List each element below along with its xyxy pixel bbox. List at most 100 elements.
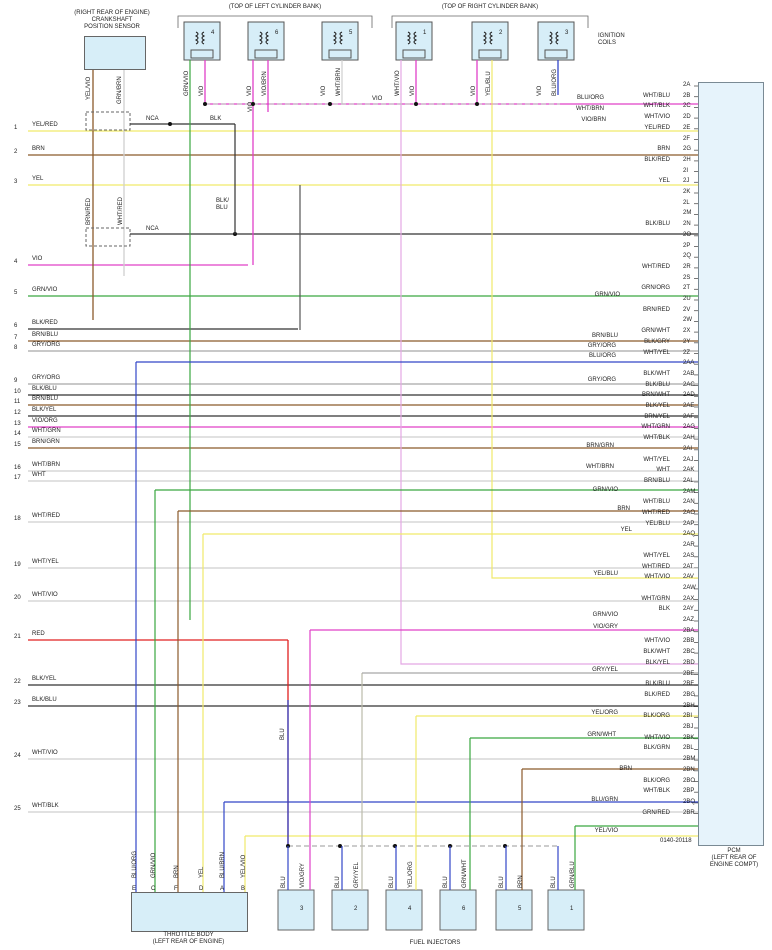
pcm-pin-color: BLK: [658, 606, 670, 613]
coil-number-4: 4: [211, 30, 215, 36]
pcm-pin-color: WHT/GRN: [641, 595, 670, 602]
wire-number: 22: [14, 679, 21, 685]
pcm-pin: 2U: [683, 296, 691, 302]
pcm-pin-color: GRN/WHT: [641, 328, 670, 335]
pcm-pin-color: BLK/WHT: [643, 649, 670, 656]
ckp-header-line1: (RIGHT REAR OF ENGINE): [74, 10, 150, 16]
pcm-pin: 2BC: [683, 649, 695, 656]
pcm-pin: 2A: [683, 82, 691, 88]
pcm-pin: 2M: [683, 210, 692, 217]
pcm-pin: 2AL: [683, 477, 694, 484]
throttle-pin-letter: E: [132, 886, 137, 892]
mid-wire-label: BRN/GRN: [586, 443, 614, 449]
mid-wire-label: GRY/ORG: [587, 377, 616, 383]
coil-wire-label: VIO: [471, 85, 477, 96]
wire-number: 6: [14, 323, 18, 329]
wire-number: 17: [14, 475, 21, 481]
pcm-pin-color: WHT/BLU: [643, 92, 670, 99]
ignition-coil-2: [471, 21, 509, 61]
wire-number: 13: [14, 421, 21, 427]
vio-bus-label: VIO: [372, 96, 383, 102]
pcm-pin-color: BRN/BLU: [643, 477, 670, 484]
pcm-pin: 2BF: [683, 681, 695, 688]
mid-wire-label: GRN/WHT: [587, 732, 616, 738]
coil2-yel-blu: [491, 60, 700, 579]
pcm-pin: 2BJ: [683, 724, 694, 730]
throttle-pin-color: YEL/VIO: [241, 854, 247, 878]
wire-number: 4: [14, 259, 18, 265]
fuel-injector-2: [331, 889, 369, 931]
pcm-pin: 2C: [683, 103, 691, 110]
injector-wire-color: YEL/ORG: [408, 861, 414, 888]
wire-color-label: BLK/BLU: [32, 386, 57, 392]
coil-wire-label: VIO/BRN: [262, 71, 268, 96]
pcm-pin: 2AB: [683, 370, 695, 377]
pcm-pin: 2AH: [683, 435, 695, 442]
pcm-pin: 2AZ: [683, 617, 695, 623]
pcm-pin: 2AM: [683, 488, 696, 495]
splice-dot: [338, 844, 342, 848]
throttle-pin-color: YEL: [199, 866, 205, 878]
pcm-pin-color: WHT/BLK: [643, 788, 670, 795]
wire-number: 9: [14, 378, 18, 384]
pcm-pin: 2AI: [683, 445, 693, 452]
pcm-pin-color: WHT/RED: [642, 510, 670, 516]
pcm-pin: 2AN: [683, 499, 695, 506]
pcm-pin: 2AV: [683, 574, 694, 581]
pcm-pin-color: WHT/BLK: [643, 435, 670, 442]
injector-wire-blu: BLU: [389, 876, 395, 888]
mid-wire-label: WHT/BRN: [586, 464, 614, 470]
fuel-injectors-header: FUEL INJECTORS: [409, 940, 461, 946]
pcm-pin: 2AP: [683, 520, 695, 527]
mid-wire-label: VIO/BRN: [581, 117, 606, 123]
vio-label-2: VIO: [248, 101, 254, 112]
wire-color-label: GRY/ORG: [32, 342, 61, 348]
ignition-coil-1: [395, 21, 433, 61]
wire-color-label: YEL/RED: [32, 122, 58, 128]
coil-number-6: 6: [275, 30, 279, 36]
wire-number: 21: [14, 634, 21, 640]
pcm-pin: 2BL: [683, 745, 694, 752]
injector-number-6: 6: [462, 906, 466, 912]
mid-wire-label: YEL/BLU: [593, 571, 618, 577]
injector-wire-blu: BLU: [335, 876, 341, 888]
wire-color-label: VIO/ORG: [32, 418, 58, 424]
pcm-pin-color: BLK/GRN: [643, 745, 670, 752]
pcm-pin-color: BLK/RED: [644, 691, 670, 698]
wire-color-label: GRY/ORG: [32, 375, 61, 381]
throttle-header-line1: THROTTLE BODY: [163, 932, 214, 938]
splice-dot: [168, 122, 172, 126]
injector-number-4: 4: [408, 906, 412, 912]
injector-wire-blu: BLU: [551, 876, 557, 888]
pcm-pin: 2L: [683, 199, 690, 206]
splice-dot: [251, 102, 255, 106]
pcm-pin: 2Z: [683, 349, 691, 356]
pcm-pin: 2O: [683, 231, 692, 238]
pcm-pin-color: WHT/VIO: [644, 574, 670, 581]
fuel-injector-3: [277, 889, 315, 931]
pcm-pin: 2W: [683, 317, 692, 324]
pcm-pin-color: BRN/YEL: [644, 413, 670, 420]
wire-number: 5: [14, 290, 18, 296]
pcm-pin: 2AY: [683, 606, 694, 613]
pcm-pin-color: BLK/ORG: [643, 713, 670, 720]
nca-label-1: NCA: [146, 116, 159, 122]
coil-wire-label: WHT/BRN: [336, 68, 342, 96]
coil-wire-label: WHT/VIO: [395, 70, 401, 96]
wire-number: 12: [14, 410, 21, 416]
blk-label: BLK: [210, 116, 222, 122]
pcm-pin: 2AA: [683, 360, 695, 367]
pcm-pin: 2BO: [683, 777, 696, 784]
wire-number: 25: [14, 806, 21, 812]
wire-color-label: BRN/BLU: [32, 396, 59, 402]
pcm-pin-color: BRN/RED: [642, 306, 670, 313]
mid-wire-label: YEL/VIO: [594, 828, 618, 834]
pcm-pin: 2T: [683, 285, 691, 292]
mid-wire-label: GRN/VIO: [592, 487, 618, 493]
pcm-pin: 2X: [683, 328, 691, 335]
mid-wire-label: YEL: [620, 527, 632, 533]
wire-number: 20: [14, 595, 21, 601]
pcm-header-line2: (LEFT REAR OF: [711, 855, 757, 861]
injector-wire-color: GRY/YEL: [354, 862, 360, 888]
wire-number: 3: [14, 179, 18, 185]
